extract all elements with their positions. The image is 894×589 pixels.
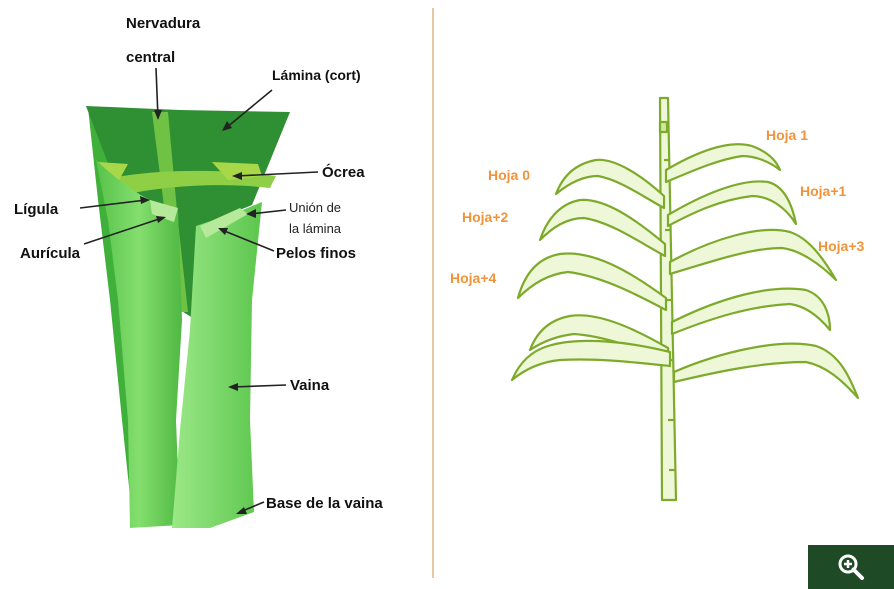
label-union-line2: la lámina (289, 221, 342, 236)
label-auricula: Aurícula (20, 245, 81, 262)
zoom-button[interactable] (808, 545, 894, 589)
leaf-hoja-plus3 (670, 230, 836, 280)
leaf-hoja-1 (666, 144, 780, 182)
label-ocrea: Ócrea (322, 163, 365, 181)
leaf-right-4 (672, 289, 830, 334)
label-hoja-plus2: Hoja+2 (462, 209, 509, 225)
leaf-sheath-illustration (86, 106, 290, 528)
label-hoja-plus4: Hoja+4 (450, 270, 497, 286)
label-hoja-1: Hoja 1 (766, 127, 808, 143)
label-hoja-plus3: Hoja+3 (818, 238, 865, 254)
leaf-hoja-0 (556, 160, 664, 208)
zoom-in-icon (836, 552, 866, 582)
label-nervadura-line1: Nervadura (126, 15, 201, 32)
leaf-hoja-plus2 (540, 200, 665, 256)
label-pelos: Pelos finos (276, 245, 356, 262)
plant-line-drawing (512, 98, 858, 500)
label-lamina: Lámina (cort) (272, 67, 361, 83)
label-nervadura-line2: central (126, 49, 175, 66)
leaf-hoja-plus1 (668, 181, 796, 226)
leaf-hoja-plus4 (518, 253, 666, 310)
label-base-vaina: Base de la vaina (266, 495, 383, 512)
label-hoja-plus1: Hoja+1 (800, 183, 847, 199)
label-union-line1: Unión de (289, 200, 341, 215)
leaf-right-5 (674, 344, 858, 398)
label-vaina: Vaina (290, 377, 330, 394)
label-hoja-0: Hoja 0 (488, 167, 530, 183)
label-ligula: Lígula (14, 201, 59, 218)
